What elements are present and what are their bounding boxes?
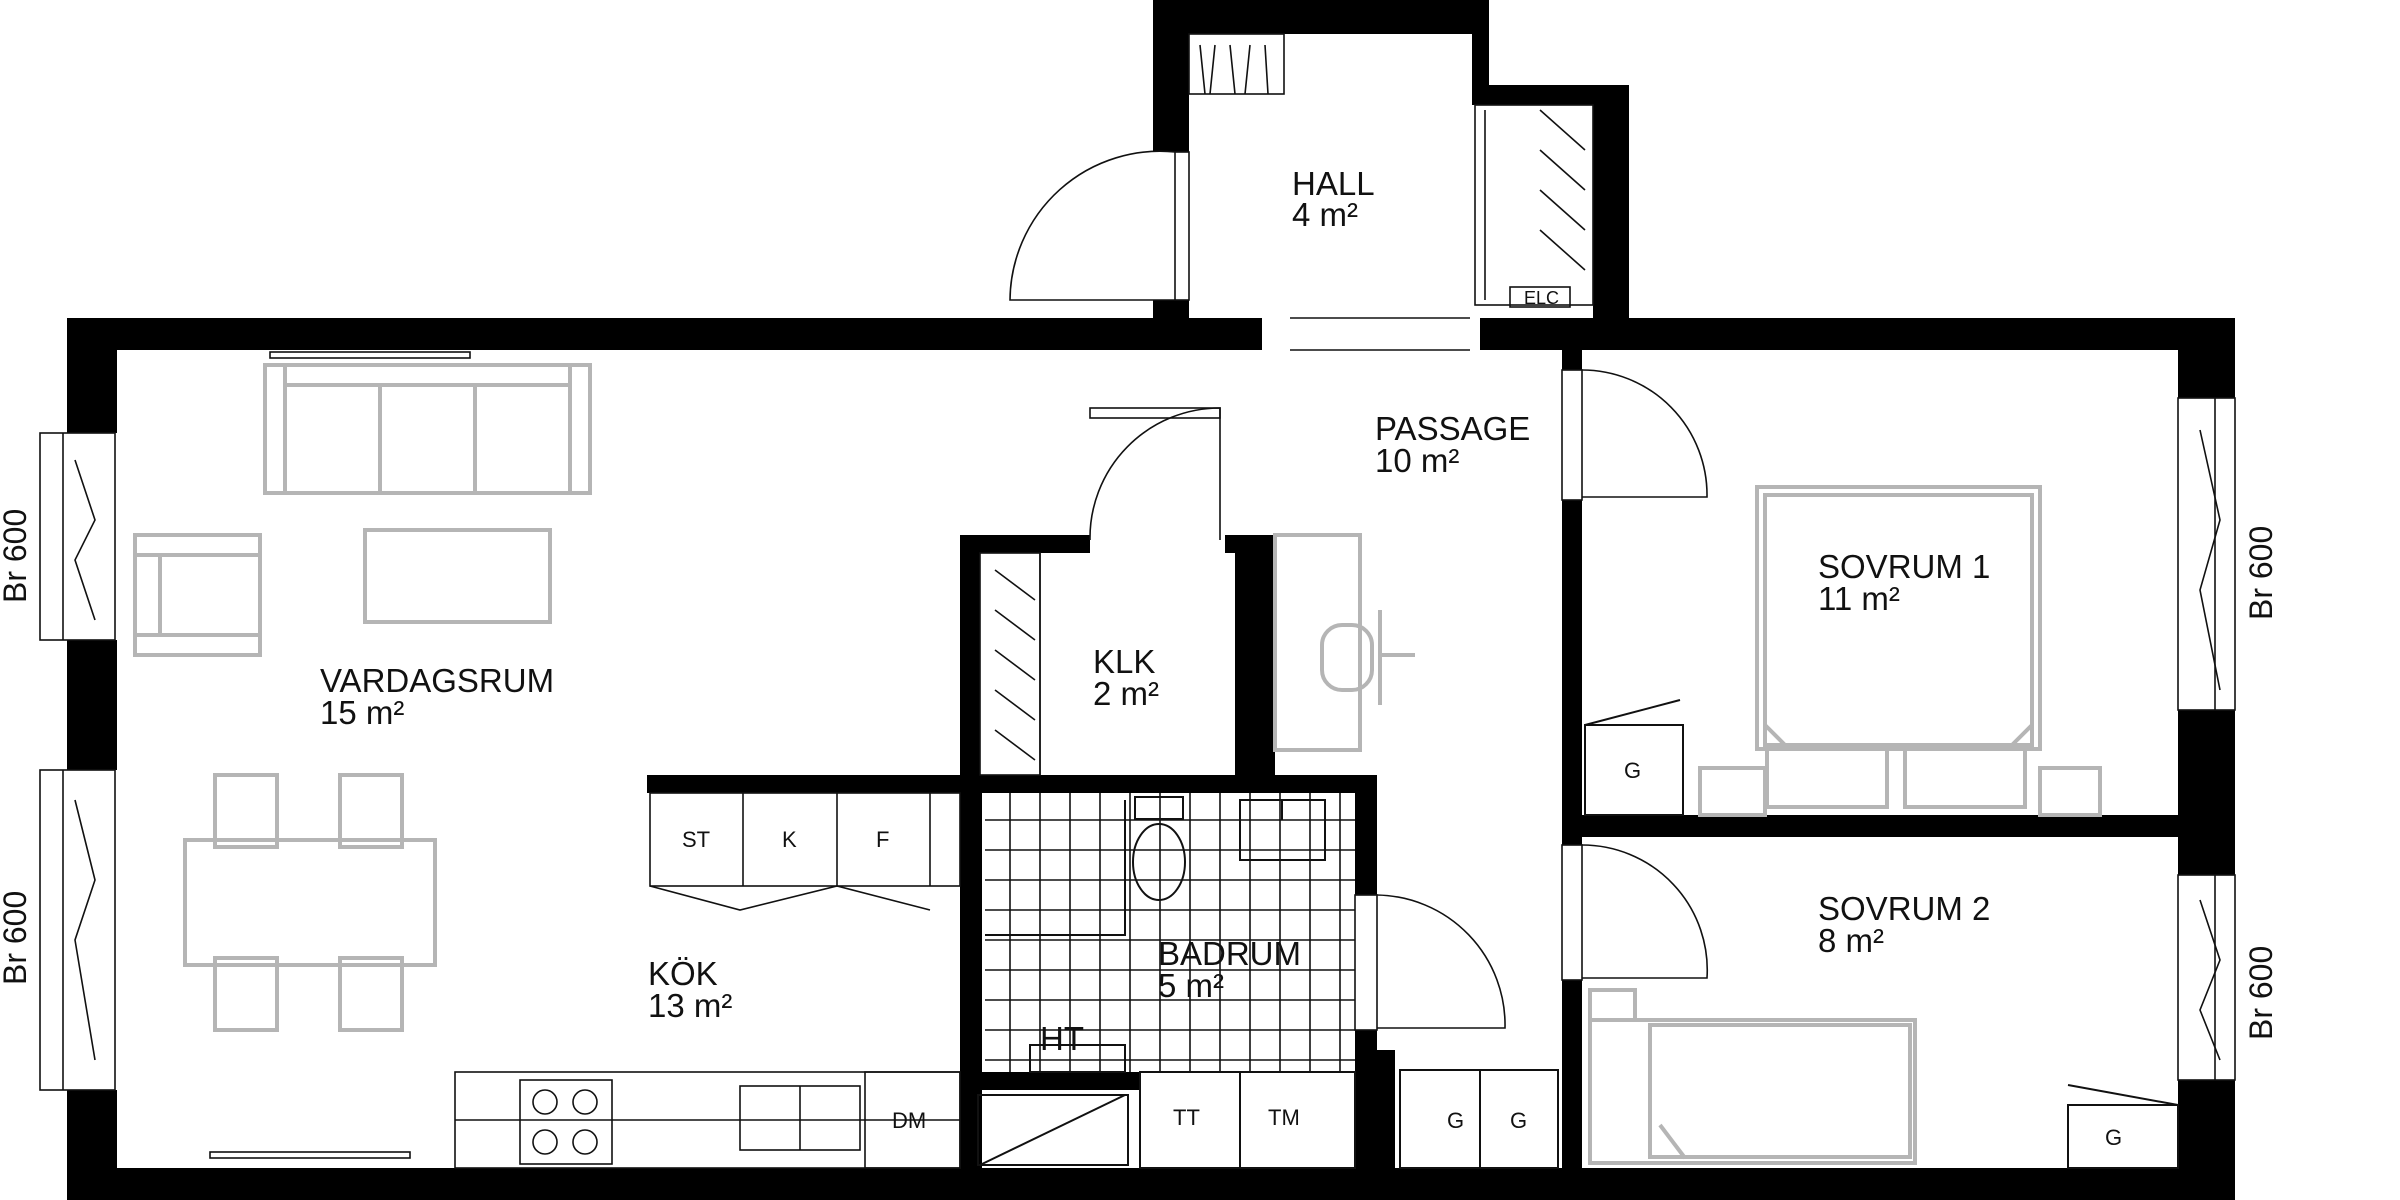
windows bbox=[39, 317, 2236, 1159]
room-area-hall: 4 m² bbox=[1292, 196, 1358, 233]
window-right-lower bbox=[2177, 874, 2236, 1081]
room-area-kok: 13 m² bbox=[648, 987, 732, 1024]
dining-table bbox=[183, 838, 437, 967]
br-label-right-lower: Br 600 bbox=[2243, 946, 2279, 1040]
bath-tiles bbox=[985, 793, 1355, 1072]
single-bed bbox=[1588, 1018, 1917, 1165]
room-area-klk: 2 m² bbox=[1093, 675, 1159, 712]
tag-st: ST bbox=[682, 827, 710, 852]
tag-f: F bbox=[876, 827, 889, 852]
room-name-klk: KLK bbox=[1093, 643, 1155, 680]
tag-g-passage-1: G bbox=[1447, 1108, 1464, 1133]
br-label-left-upper: Br 600 bbox=[0, 509, 33, 603]
br-label-right-upper: Br 600 bbox=[2243, 526, 2279, 620]
entrance-door bbox=[1174, 151, 1190, 301]
tag-dm: DM bbox=[892, 1108, 926, 1133]
room-name-sovrum-1: SOVRUM 1 bbox=[1818, 548, 1990, 585]
stove bbox=[519, 1079, 613, 1165]
tag-g-sovrum-2: G bbox=[2105, 1125, 2122, 1150]
sofa bbox=[263, 363, 592, 495]
walls bbox=[67, 0, 2235, 1200]
room-area-sovrum-1: 11 m² bbox=[1818, 580, 1900, 617]
room-area-vardagsrum: 15 m² bbox=[320, 694, 404, 731]
fixtures bbox=[454, 33, 2179, 1169]
tag-g-sovrum-1: G bbox=[1624, 758, 1641, 783]
room-name-hall: HALL bbox=[1292, 165, 1375, 202]
window-left-upper bbox=[39, 432, 116, 641]
tag-tm: TM bbox=[1268, 1105, 1300, 1130]
room-name-sovrum-2: SOVRUM 2 bbox=[1818, 890, 1990, 927]
toilet bbox=[1134, 796, 1184, 820]
armchair bbox=[133, 533, 262, 657]
room-name-passage: PASSAGE bbox=[1375, 410, 1530, 447]
double-bed bbox=[1755, 485, 2042, 751]
room-labels: HALL 4 m² PASSAGE 10 m² SOVRUM 1 11 m² V… bbox=[320, 165, 1990, 1024]
window-width-labels: Br 600 Br 600 Br 600 Br 600 bbox=[0, 509, 2279, 1040]
doors bbox=[1009, 150, 1709, 1031]
room-name-kok: KÖK bbox=[648, 955, 718, 992]
room-area-passage: 10 m² bbox=[1375, 442, 1459, 479]
furniture bbox=[133, 363, 2102, 1165]
tag-elc: ELC bbox=[1524, 288, 1559, 308]
coffee-table bbox=[363, 528, 552, 624]
tag-g-passage-2: G bbox=[1510, 1108, 1527, 1133]
room-area-badrum: 5 m² bbox=[1158, 967, 1224, 1004]
room-area-sovrum-2: 8 m² bbox=[1818, 922, 1884, 959]
tag-tt: TT bbox=[1173, 1105, 1200, 1130]
window-left-lower bbox=[39, 769, 116, 1091]
tag-k: K bbox=[782, 827, 797, 852]
window-right-upper bbox=[2177, 397, 2236, 711]
room-name-badrum: BADRUM bbox=[1158, 935, 1301, 972]
appliance-labels: ST K F DM HT TT TM G G G G ELC bbox=[682, 288, 2122, 1150]
tag-ht: HT bbox=[1040, 1020, 1084, 1057]
br-label-left-lower: Br 600 bbox=[0, 891, 33, 985]
desk bbox=[1273, 533, 1362, 752]
room-name-vardagsrum: VARDAGSRUM bbox=[320, 662, 554, 699]
